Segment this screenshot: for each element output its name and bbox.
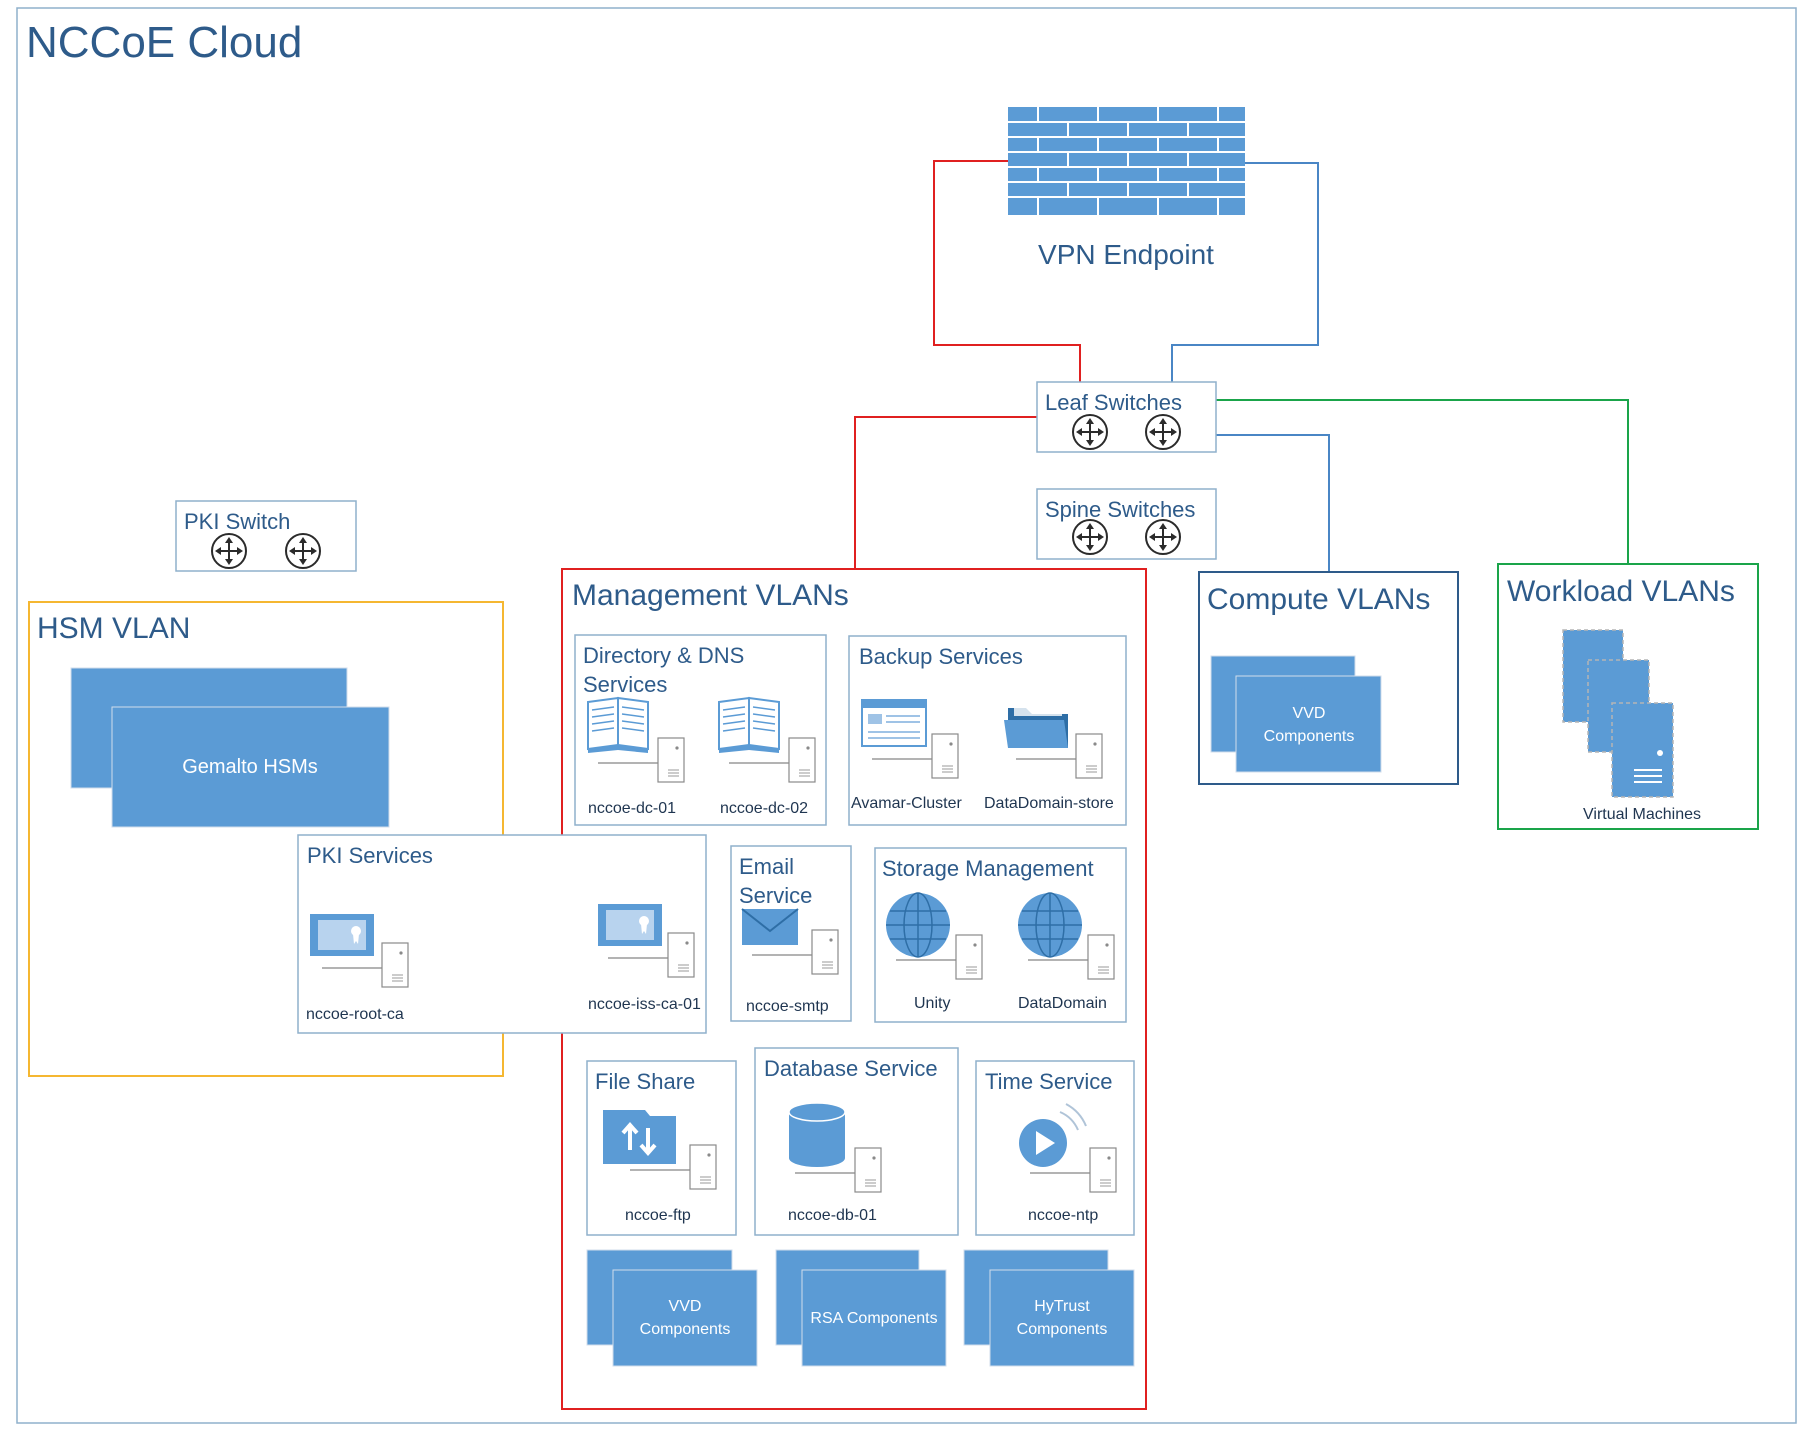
time-service-title: Time Service bbox=[985, 1069, 1113, 1094]
hsm-vlan[interactable]: HSM VLAN Gemalto HSMs bbox=[28, 601, 504, 1077]
backup-item-label: Avamar-Cluster bbox=[851, 795, 963, 812]
globe-icon bbox=[886, 892, 950, 958]
email-service[interactable]: Email Service nccoe-smtp bbox=[730, 845, 852, 1022]
page-title: NCCoE Cloud bbox=[26, 18, 302, 67]
hytrust-label-line2: Components bbox=[1017, 1321, 1108, 1338]
hytrust-label-line1: HyTrust bbox=[1034, 1298, 1090, 1315]
file-share[interactable]: File Share nccoe-ftp bbox=[586, 1060, 737, 1236]
red-link-leaf-management bbox=[854, 416, 1037, 569]
directory-item-label: nccoe-dc-01 bbox=[588, 800, 676, 817]
workload-vlans-title: Workload VLANs bbox=[1507, 575, 1735, 608]
directory-title-line2: Services bbox=[583, 672, 667, 697]
time-service[interactable]: Time Service nccoe-ntp bbox=[975, 1060, 1135, 1236]
file-share-item-label: nccoe-ftp bbox=[625, 1207, 691, 1224]
gemalto-hsms-label: Gemalto HSMs bbox=[182, 756, 318, 778]
play-media-icon bbox=[1019, 1103, 1087, 1167]
switch-icon bbox=[211, 533, 247, 569]
file-transfer-icon bbox=[603, 1110, 676, 1164]
spine-switches[interactable]: Spine Switches bbox=[1036, 488, 1217, 560]
pki-switch-label: PKI Switch bbox=[184, 509, 290, 534]
compute-block-front bbox=[1235, 675, 1382, 773]
database-service[interactable]: Database Service nccoe-db-01 bbox=[754, 1047, 959, 1236]
vvd-label-line2: Components bbox=[640, 1321, 731, 1338]
directory-title-line1: Directory & DNS bbox=[583, 643, 744, 668]
pki-services[interactable]: PKI Services nccoe-root-ca nccoe-iss-ca-… bbox=[297, 834, 707, 1034]
pki-switch[interactable]: PKI Switch bbox=[175, 500, 357, 572]
compute-vvd-line1: VVD bbox=[1293, 705, 1326, 722]
virtual-machines-label: Virtual Machines bbox=[1583, 806, 1701, 823]
storage-management[interactable]: Storage Management Unity DataD bbox=[874, 847, 1127, 1023]
file-share-title: File Share bbox=[595, 1069, 695, 1094]
hsm-vlan-title: HSM VLAN bbox=[37, 612, 190, 645]
rsa-components[interactable]: RSA Components bbox=[775, 1249, 947, 1367]
green-link-leaf-workload bbox=[1216, 399, 1629, 564]
blue-link-vpn-leaf bbox=[1171, 162, 1319, 382]
storage-management-title: Storage Management bbox=[882, 856, 1094, 881]
compute-vvd-line2: Components bbox=[1264, 728, 1355, 745]
vvd-label-line1: VVD bbox=[669, 1298, 702, 1315]
firewall-icon bbox=[1008, 107, 1245, 215]
email-item-label: nccoe-smtp bbox=[746, 998, 829, 1015]
backup-item-label: DataDomain-store bbox=[984, 795, 1114, 812]
compute-vlans[interactable]: Compute VLANs VVD Components bbox=[1198, 571, 1459, 785]
email-title-line2: Service bbox=[739, 883, 812, 908]
storage-item-label: DataDomain bbox=[1018, 995, 1107, 1012]
switch-icon bbox=[1145, 414, 1181, 450]
book-icon bbox=[587, 696, 649, 753]
vpn-endpoint[interactable]: VPN Endpoint bbox=[1008, 107, 1245, 270]
switch-icon bbox=[1145, 519, 1181, 555]
directory-item-label: nccoe-dc-02 bbox=[720, 800, 808, 817]
vpn-endpoint-label: VPN Endpoint bbox=[1038, 239, 1214, 270]
database-icon bbox=[788, 1102, 846, 1167]
directory-dns-services[interactable]: Directory & DNS Services nccoe-dc-01 ncc… bbox=[574, 634, 827, 826]
virtual-machines-icon bbox=[1562, 629, 1674, 798]
backup-services[interactable]: Backup Services Avamar-Cluster DataDomai… bbox=[848, 635, 1127, 826]
database-item-label: nccoe-db-01 bbox=[788, 1207, 877, 1224]
folder-icon bbox=[1004, 704, 1068, 748]
hytrust-components[interactable]: HyTrust Components bbox=[963, 1249, 1135, 1367]
vvd-components-management[interactable]: VVD Components bbox=[586, 1249, 758, 1367]
workload-vlans[interactable]: Workload VLANs Virtual Machines bbox=[1497, 563, 1759, 830]
compute-vlans-title: Compute VLANs bbox=[1207, 583, 1430, 616]
hsm-block-front bbox=[111, 706, 390, 828]
switch-icon bbox=[1072, 519, 1108, 555]
switch-icon bbox=[1072, 414, 1108, 450]
pki-item-label: nccoe-iss-ca-01 bbox=[588, 996, 701, 1013]
switch-icon bbox=[285, 533, 321, 569]
connections bbox=[854, 160, 1629, 572]
backup-services-title: Backup Services bbox=[859, 644, 1023, 669]
email-title-line1: Email bbox=[739, 854, 794, 879]
browser-window-icon bbox=[861, 699, 927, 747]
management-vlans-title: Management VLANs bbox=[572, 579, 849, 612]
pki-item-label: nccoe-root-ca bbox=[306, 1006, 404, 1023]
blue-link-leaf-compute bbox=[1216, 434, 1330, 572]
certificate-icon bbox=[310, 914, 374, 956]
leaf-switches[interactable]: Leaf Switches bbox=[1036, 381, 1217, 453]
globe-icon bbox=[1018, 892, 1082, 958]
spine-switches-label: Spine Switches bbox=[1045, 497, 1195, 522]
envelope-icon bbox=[741, 908, 799, 945]
cloud-frame bbox=[16, 7, 1797, 1424]
time-item-label: nccoe-ntp bbox=[1028, 1207, 1098, 1224]
book-icon bbox=[718, 696, 780, 753]
storage-item-label: Unity bbox=[914, 995, 950, 1012]
pki-services-title: PKI Services bbox=[307, 843, 433, 868]
certificate-icon bbox=[598, 904, 662, 946]
leaf-switches-label: Leaf Switches bbox=[1045, 390, 1182, 415]
database-service-title: Database Service bbox=[764, 1056, 938, 1081]
rsa-label: RSA Components bbox=[810, 1310, 937, 1327]
red-link-vpn-leaf bbox=[933, 160, 1081, 382]
